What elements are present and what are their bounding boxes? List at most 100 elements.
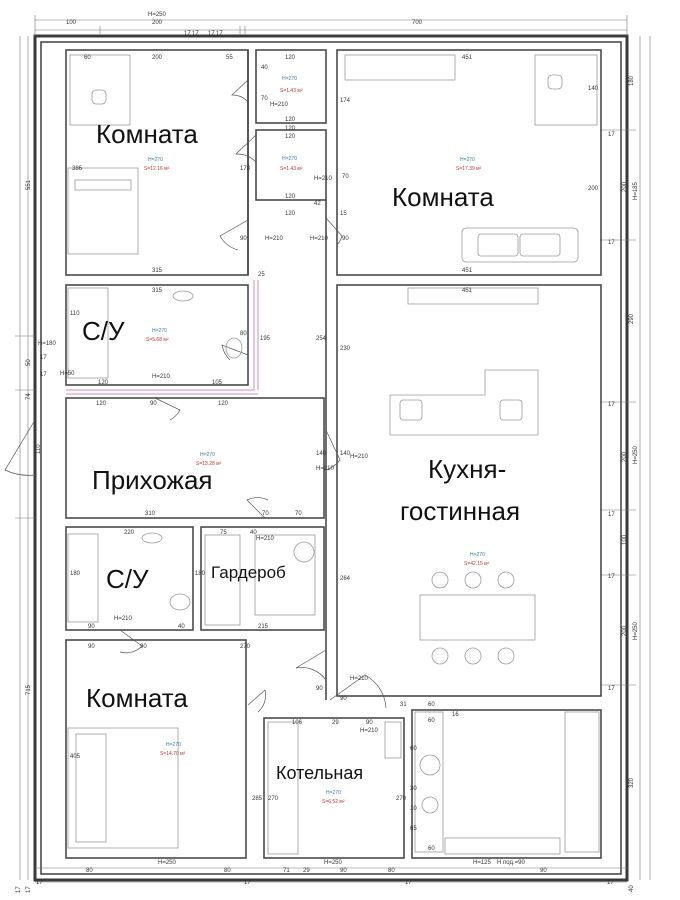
dim-inner-20: 315 xyxy=(152,268,163,274)
dim-bottom-5: 80 xyxy=(388,868,395,874)
room-labels: Комната Комната С/У Прихожая Кухня- гост… xyxy=(82,119,520,783)
dim-right-3: H=185 xyxy=(633,181,639,200)
dim-inner-41: 120 xyxy=(218,401,229,407)
dim-left-2: 50 xyxy=(26,359,32,366)
dim-right-14: 17 xyxy=(608,512,615,518)
boiler-height: H=270 xyxy=(326,790,341,796)
dim-inner-54: 40 xyxy=(250,530,257,536)
doors xyxy=(4,79,387,713)
hall-area: S=13.28 м² xyxy=(196,461,222,467)
dim-inner-1: 60 xyxy=(84,55,91,61)
dim-inner-9: 70 xyxy=(261,96,268,102)
dim-left-6: 17 xyxy=(40,355,47,361)
closet1-area: S=1.43 м² xyxy=(280,88,303,94)
dim-inner-64: 90 xyxy=(140,644,147,650)
dim-inner-19: 200 xyxy=(588,186,599,192)
dim-inner-38: 80 xyxy=(240,331,247,337)
dim-inner-32: 110 xyxy=(70,311,80,317)
dim-inner-67: 90 xyxy=(340,696,347,702)
dim-inner-63: 90 xyxy=(88,644,95,650)
hall-label: Прихожая xyxy=(92,465,212,495)
dim-inner-81: 16 xyxy=(452,712,459,718)
dim-inner-56: 180 xyxy=(70,571,81,577)
bath1-height: H=270 xyxy=(152,328,167,334)
bath1-label: С/У xyxy=(82,316,125,346)
room2-area: S=17.39 м² xyxy=(456,166,482,172)
dim-inner-57: 180 xyxy=(195,571,206,577)
dim-inner-42: H=180 xyxy=(38,341,57,347)
dim-inner-37: 195 xyxy=(260,336,271,342)
dim-inner-74: H=210 xyxy=(360,728,379,734)
dim-top-4: 17 xyxy=(184,31,191,37)
dim-inner-40: 90 xyxy=(150,401,157,407)
kitchen-label-line1: Кухня- xyxy=(428,454,506,484)
dim-inner-80: 60 xyxy=(428,846,435,852)
boiler-area: S=6.52 м² xyxy=(322,799,345,805)
dim-bottom-13: 17 xyxy=(244,880,251,886)
hall-height: H=270 xyxy=(200,452,215,458)
dim-bottom-4: H=250 xyxy=(324,860,343,866)
interior-walls xyxy=(65,49,602,859)
dim-inner-14: H=210 xyxy=(314,176,333,182)
dim-right-4: 17 xyxy=(608,132,615,138)
dim-top-2: 200 xyxy=(152,20,163,26)
dim-right-13: 17 xyxy=(608,402,615,408)
dim-inner-72: 31 xyxy=(400,702,407,708)
dim-inner-50: 70 xyxy=(262,511,269,517)
dim-inner-4: 40 xyxy=(261,65,268,71)
dim-inner-8: 451 xyxy=(462,268,473,274)
dim-inner-78: 270 xyxy=(396,796,407,802)
dim-inner-43: 254 xyxy=(316,336,327,342)
dim-inner-75: 405 xyxy=(70,754,81,760)
dim-inner-10: 120 xyxy=(285,134,296,140)
dim-inner-68: H=210 xyxy=(350,676,369,682)
dim-inner-58: 264 xyxy=(340,576,351,582)
dim-top-5: 17 xyxy=(192,31,199,37)
dim-inner-83: 30 xyxy=(410,786,417,792)
dim-inner-53: 75 xyxy=(220,530,227,536)
room2-label: Комната xyxy=(392,182,494,212)
room1-height: H=270 xyxy=(148,157,163,163)
dim-right-9: 100 xyxy=(622,534,628,545)
dim-inner-28: H=210 xyxy=(310,236,329,242)
dim-right-1: 180 xyxy=(629,75,635,86)
dim-bottom-11: H под.=90 xyxy=(497,860,525,866)
inner-dimensions: 60 200 55 40 120 120 451 451 70 120 120 … xyxy=(38,55,599,852)
furniture xyxy=(67,54,600,855)
dim-inner-29: 42 xyxy=(314,201,321,207)
dim-right-15: 17 xyxy=(608,574,615,580)
dim-inner-69: 106 xyxy=(292,720,303,726)
dim-inner-17: 174 xyxy=(340,98,351,104)
dim-right-11: H=250 xyxy=(633,621,639,640)
dim-inner-13: H=210 xyxy=(270,102,289,108)
dim-inner-31: 25 xyxy=(258,272,265,278)
dim-right-10: 200 xyxy=(622,625,628,636)
dim-bottom-1: H=250 xyxy=(158,860,177,866)
dim-bottom-12: 17 xyxy=(36,880,43,886)
dim-inner-35: H=210 xyxy=(152,374,171,380)
dim-inner-65: 270 xyxy=(240,644,251,650)
dim-left-4: 110 xyxy=(36,444,42,454)
closet1-height: H=270 xyxy=(282,76,297,82)
kitchen-area: S=42.15 м² xyxy=(464,561,490,567)
dim-inner-71: 90 xyxy=(366,720,373,726)
room2-height: H=270 xyxy=(460,157,475,163)
dim-left-9: 17 xyxy=(26,886,32,893)
dim-inner-46: 140 xyxy=(340,451,351,457)
dim-inner-6: 120 xyxy=(285,117,296,123)
dim-inner-84: 10 xyxy=(410,806,417,812)
bath1-area: S=5.68 м² xyxy=(146,337,169,343)
dim-right-2: 200 xyxy=(622,181,628,192)
room1-label: Комната xyxy=(96,119,198,149)
dim-left-5: 715 xyxy=(26,684,32,695)
kitchen-label-line2: гостинная xyxy=(400,496,520,526)
dim-inner-34: 105 xyxy=(212,380,223,386)
dim-inner-44: 230 xyxy=(340,346,351,352)
dim-top-7: 17 xyxy=(216,31,223,37)
dim-right-5: 17 xyxy=(608,240,615,246)
dim-inner-51: 70 xyxy=(295,511,302,517)
dim-inner-79: 60 xyxy=(428,718,435,724)
dim-left-8: 17 xyxy=(16,886,22,893)
dim-bottom-10: H=125 xyxy=(473,860,492,866)
